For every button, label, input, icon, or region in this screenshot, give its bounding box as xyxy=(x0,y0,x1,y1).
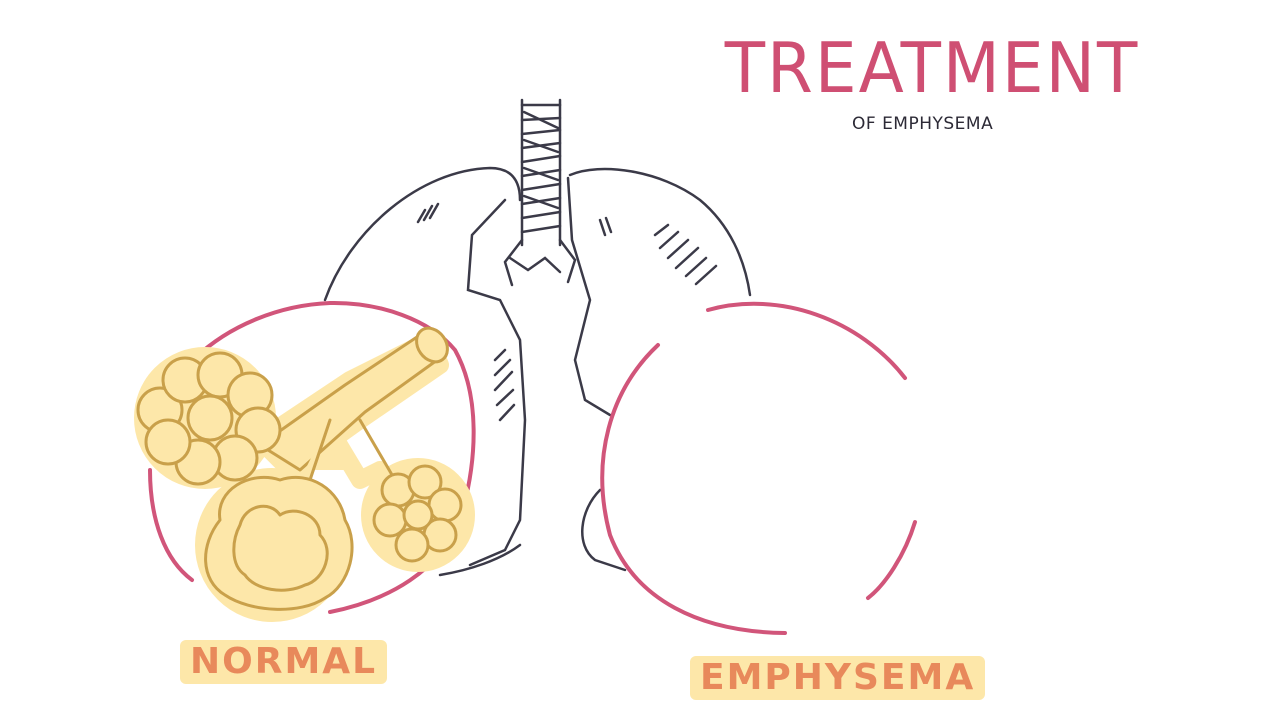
normal-alveoli xyxy=(134,326,475,622)
emphysema-circle xyxy=(600,301,917,635)
page-subtitle: OF EMPHYSEMA xyxy=(852,114,994,134)
left-lung xyxy=(323,166,527,577)
right-lung xyxy=(566,167,752,572)
trachea xyxy=(503,98,577,287)
normal-label: NORMAL xyxy=(180,640,388,684)
page-title: TREATMENT xyxy=(724,28,1140,109)
emphysema-label: EMPHYSEMA xyxy=(690,656,986,700)
